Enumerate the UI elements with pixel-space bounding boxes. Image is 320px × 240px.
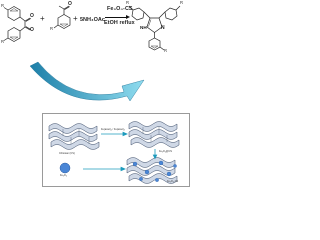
reagent-label: Fe(acac)₂ / Fe(acac)₃ [101, 128, 125, 131]
recycle-curved-arrow [29, 61, 145, 102]
r-group-label: R [1, 39, 5, 44]
inset-drawing [48, 121, 180, 184]
product-label: Fe₃O₄-CS [167, 180, 179, 183]
r-group-label: R [126, 0, 130, 5]
oxygen-label: O [30, 13, 34, 19]
imidazole-structure [128, 5, 181, 51]
benzil-structure [3, 6, 31, 42]
reaction-arrow [105, 17, 127, 18]
nanoparticle-label: Fe₃O₄ [60, 174, 67, 177]
reaction-arrowhead [126, 15, 130, 20]
oxygen-label: O [68, 1, 72, 7]
aldehyde-structure [53, 5, 71, 29]
r-group-label: R [1, 3, 5, 8]
catalyst-preparation-inset: Chitosan (CS) Fe(acac)₂ / Fe(acac)₃ Fe₃O… [42, 113, 190, 187]
oxygen-label: O [30, 27, 34, 33]
ammonium-acetate-label: 5NH₄OAc [80, 17, 105, 23]
nh-label: NH [140, 25, 147, 30]
catalyst-label: Fe₃O₄-CS [107, 6, 133, 12]
chitosan-label: Chitosan (CS) [59, 152, 75, 155]
fe3o4-cs-label: Fe₃O₄@CS [159, 150, 172, 153]
r-group-label: R [180, 0, 184, 5]
r-group-label: R [164, 48, 168, 53]
plus-sign: + [73, 14, 78, 23]
nitrogen-label: N [161, 25, 165, 31]
reaction-scheme [3, 5, 181, 51]
conditions-label: EtOH reflux [104, 20, 135, 26]
plus-sign: + [40, 14, 45, 23]
r-group-label: R [50, 26, 54, 31]
